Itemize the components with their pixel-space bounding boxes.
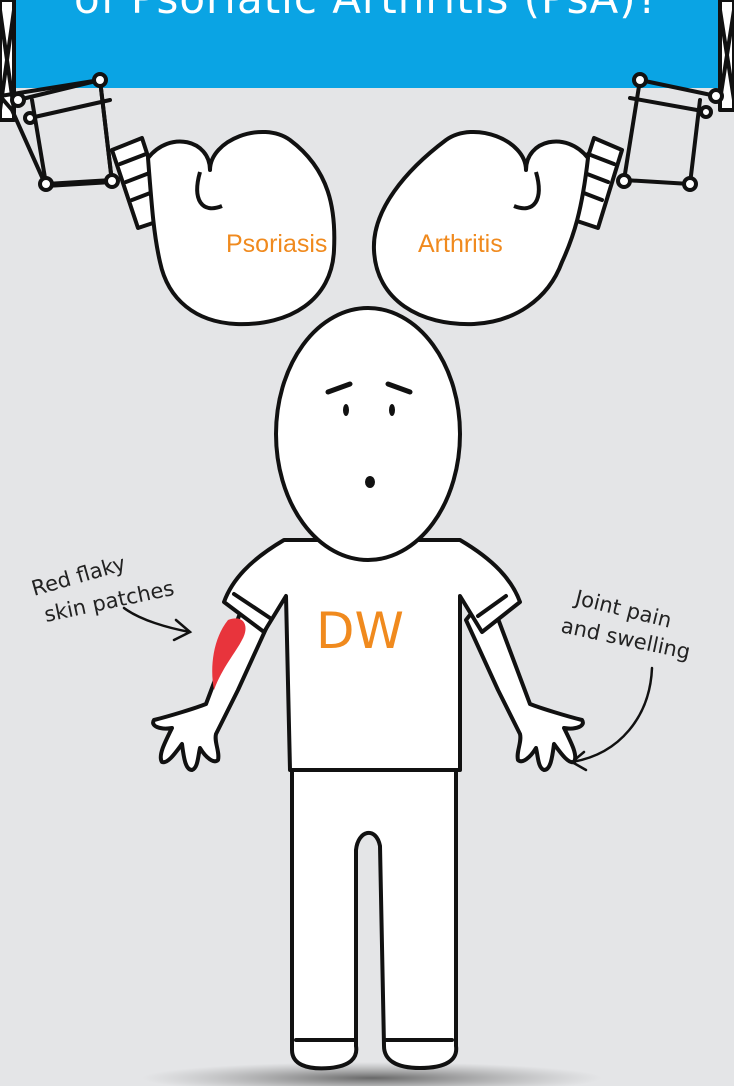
glove-label-psoriasis: Psoriasis — [226, 230, 327, 258]
ground-shadow — [142, 1062, 602, 1086]
left-boxing-glove — [148, 132, 334, 324]
person-head — [276, 308, 460, 560]
right-boxing-glove — [374, 132, 588, 324]
joint-arrow — [572, 668, 652, 770]
left-robot-arm — [0, 0, 168, 228]
right-robot-arm — [568, 0, 734, 228]
person — [153, 308, 583, 1068]
shirt-text: DW — [316, 602, 404, 660]
glove-label-arthritis: Arthritis — [418, 230, 503, 258]
person-legs — [292, 760, 456, 1068]
skin-arrow — [124, 608, 190, 640]
